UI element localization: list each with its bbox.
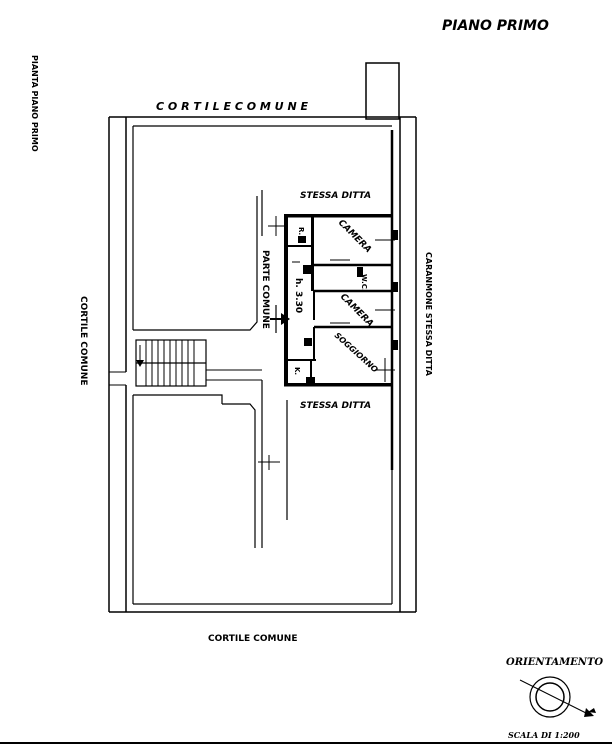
ceiling-height-label: h. 3.30 — [293, 278, 303, 313]
orientation-label: ORIENTAMENTO — [506, 657, 603, 668]
room-label-r: R. — [297, 227, 305, 235]
plan-side-title: PIANTA PIANO PRIMO — [30, 55, 39, 152]
staircase — [135, 339, 262, 387]
same-owner-label-bottom: STESSA DITTA — [300, 401, 371, 411]
courtyard-bottom-label: CORTILE COMUNE — [208, 634, 298, 644]
room-label-k: K. — [293, 367, 301, 375]
upper-courtyard — [132, 125, 392, 331]
chimney — [365, 62, 400, 120]
courtyard-top-label: C O R T I L E C O M U N E — [156, 100, 308, 113]
stair-arrow-icon — [136, 360, 144, 367]
room-label-camera-1: CAMERA — [336, 218, 373, 255]
floor-title: PIANO PRIMO — [442, 18, 549, 34]
building-outline — [108, 116, 417, 613]
same-owner-label-top: STESSA DITTA — [300, 191, 371, 201]
room-label-soggiorno: SOGGIORNO — [333, 331, 380, 375]
common-area-label: PARTE COMUNE — [260, 250, 270, 329]
room-label-camera-2: CAMERA — [338, 292, 375, 329]
entrance-arrow-icon — [281, 313, 290, 325]
room-label-wc: W.C. — [360, 274, 368, 292]
right-side-label: CARANMONE STESSA DITTA — [424, 252, 433, 377]
apartment-unit — [268, 214, 398, 387]
lower-courtyard — [132, 380, 393, 605]
scale-label: SCALA DI 1:200 — [508, 730, 580, 740]
courtyard-left-label: CORTILE COMUNE — [78, 296, 88, 386]
compass-icon — [519, 676, 596, 718]
